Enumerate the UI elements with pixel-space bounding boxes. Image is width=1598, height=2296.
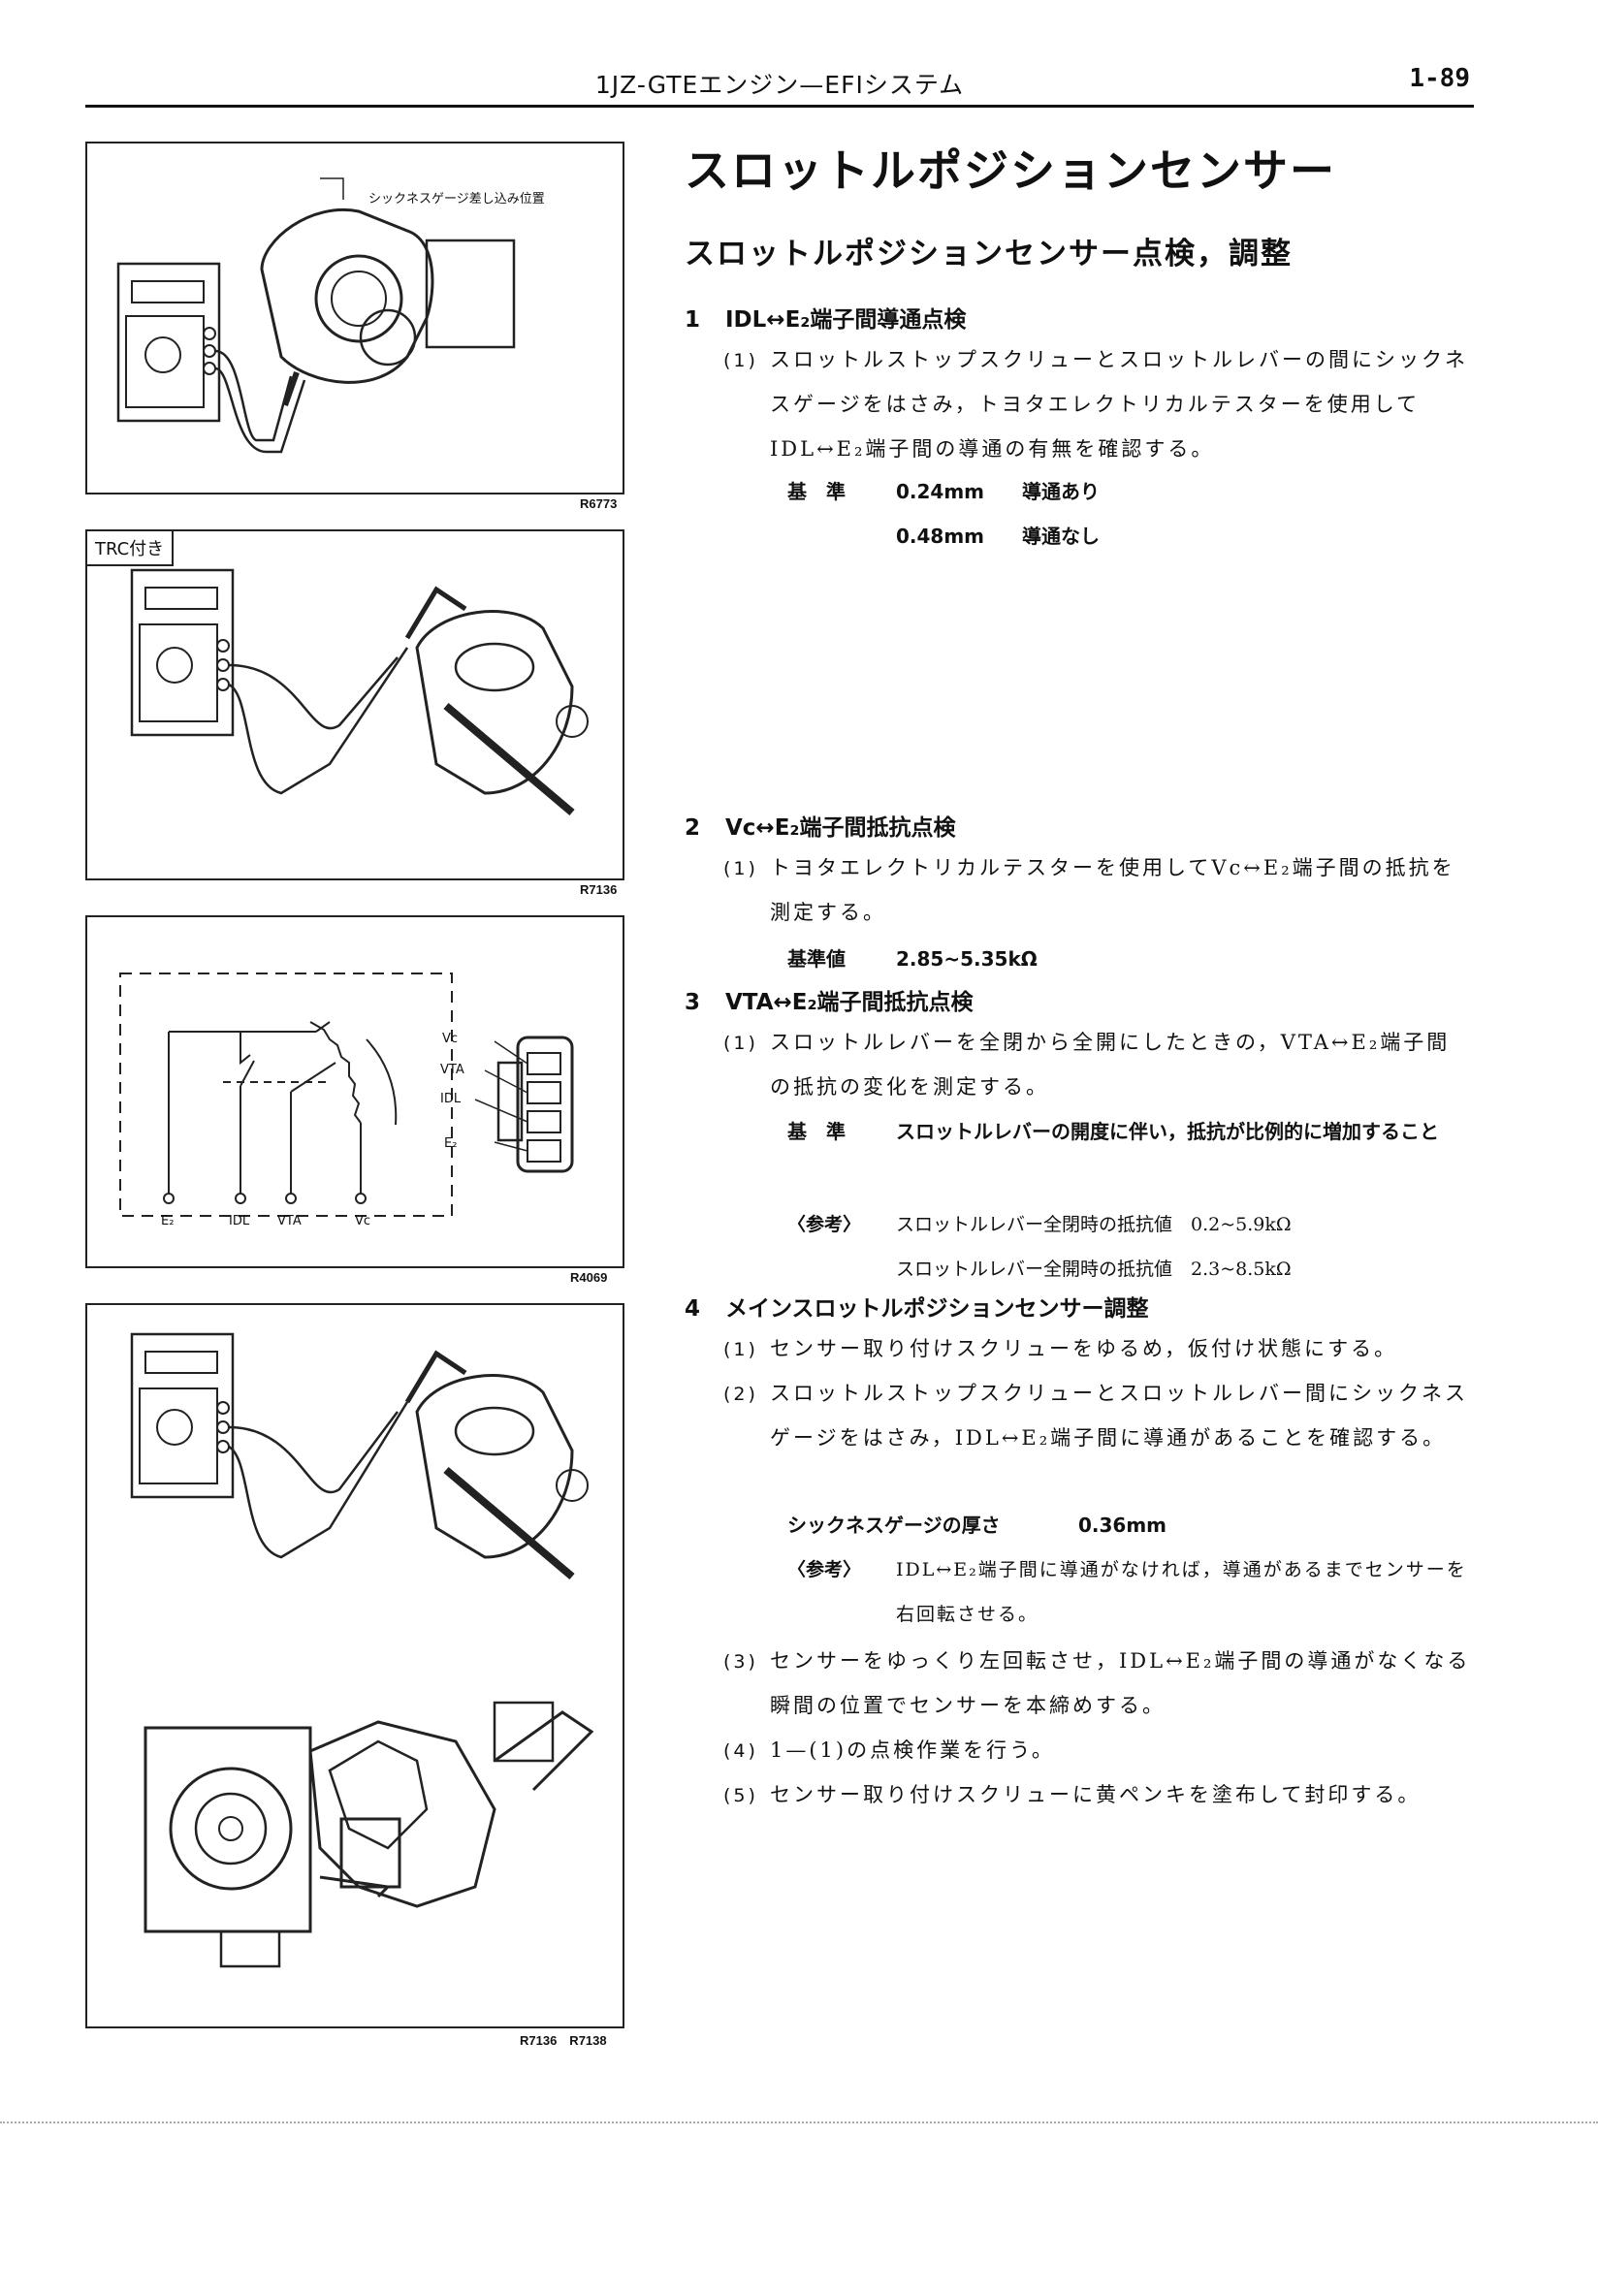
step-4-item-4: (4)1—(1)の点検作業を行う。 [723,1738,1055,1762]
trc-throttle-tester-illustration [130,568,589,816]
header-title: 1JZ-GTEエンジン—EFIシステム [594,71,965,99]
terminal-label-idl: IDL [229,1214,250,1228]
page-number: 1-89 [1409,64,1470,93]
step-1-title-text: IDL↔E₂端子間導通点検 [725,307,967,333]
step-1-item-1: (1)スロットルストップスクリューとスロットルレバーの間にシックネスゲージをはさ… [723,348,1468,461]
pin-label-vc: Vc [442,1032,459,1046]
page-header: 1JZ-GTEエンジン—EFIシステム 1-89 [85,62,1474,108]
figure-code-1: R6773 [580,496,618,511]
step-1-number: 1 [685,307,701,333]
page-bottom-rule [0,2121,1598,2123]
sensor-circuit-diagram [119,973,574,1217]
terminal-label-vc: Vc [355,1214,371,1228]
step-4-item-1: (1)センサー取り付けスクリューをゆるめ，仮付け状態にする。 [723,1337,1398,1360]
page-heading: スロットルポジションセンサー [685,144,1336,197]
step-4-item-3: (3)センサーをゆっくり左回転させ，IDL↔E₂端子間の導通がなくなる瞬間の位置… [723,1649,1471,1717]
pin-label-vta: VTA [440,1063,464,1077]
figure-code-3: R4069 [570,1270,608,1285]
step-4-item-2: (2)スロットルストップスクリューとスロットルレバー間にシックネスゲージをはさみ… [723,1382,1468,1450]
figure-trc-throttle-tester: TRC付き [85,529,624,880]
step-4-item-5: (5)センサー取り付けスクリューに黄ペンキを塗布して封印する。 [723,1783,1422,1806]
pin-label-e2: E₂ [444,1136,458,1151]
trc-tag: TRC付き [87,531,175,566]
figure-throttle-body-tester: シックネスゲージ差し込み位置 [85,142,624,494]
sub-heading: スロットルポジションセンサー点検，調整 [685,237,1293,271]
terminal-label-vta: VTA [277,1214,302,1228]
step-4-ref: 〈参考〉IDL↔E₂端子間に導通がなければ，導通があるまでセンサーを右回転させる… [787,1559,1467,1625]
pin-label-idl: IDL [440,1092,462,1106]
figure-code-2: R7136 [580,882,618,897]
step-3-ref: 〈参考〉スロットルレバー全閉時の抵抗値 0.2~5.9kΩ スロットルレバー全開… [787,1214,1292,1280]
figure-code-4: R7136 R7138 [520,2033,607,2048]
figure-sensor-adjustment [85,1303,624,2028]
step-3-spec: 基 準スロットルレバーの開度に伴い，抵抗が比例的に増加すること [787,1120,1439,1143]
step-2-item-1: (1)トヨタエレクトリカルテスターを使用してVc↔E₂端子間の抵抗を測定する。 [723,856,1455,924]
sensor-adjustment-illustration [130,1332,594,1968]
figure-sensor-circuit: Vc VTA IDL E₂ E₂ IDL VTA Vc [85,915,624,1268]
throttle-body-tester-illustration [116,177,516,454]
gauge-position-callout: シックネスゲージ差し込み位置 [368,192,545,207]
terminal-label-e2: E₂ [161,1214,175,1228]
step-3-item-1: (1)スロットルレバーを全閉から全開にしたときの，VTA↔E₂端子間の抵抗の変化… [723,1031,1451,1099]
step-1-title: 1 IDL↔E₂端子間導通点検 [685,301,966,334]
